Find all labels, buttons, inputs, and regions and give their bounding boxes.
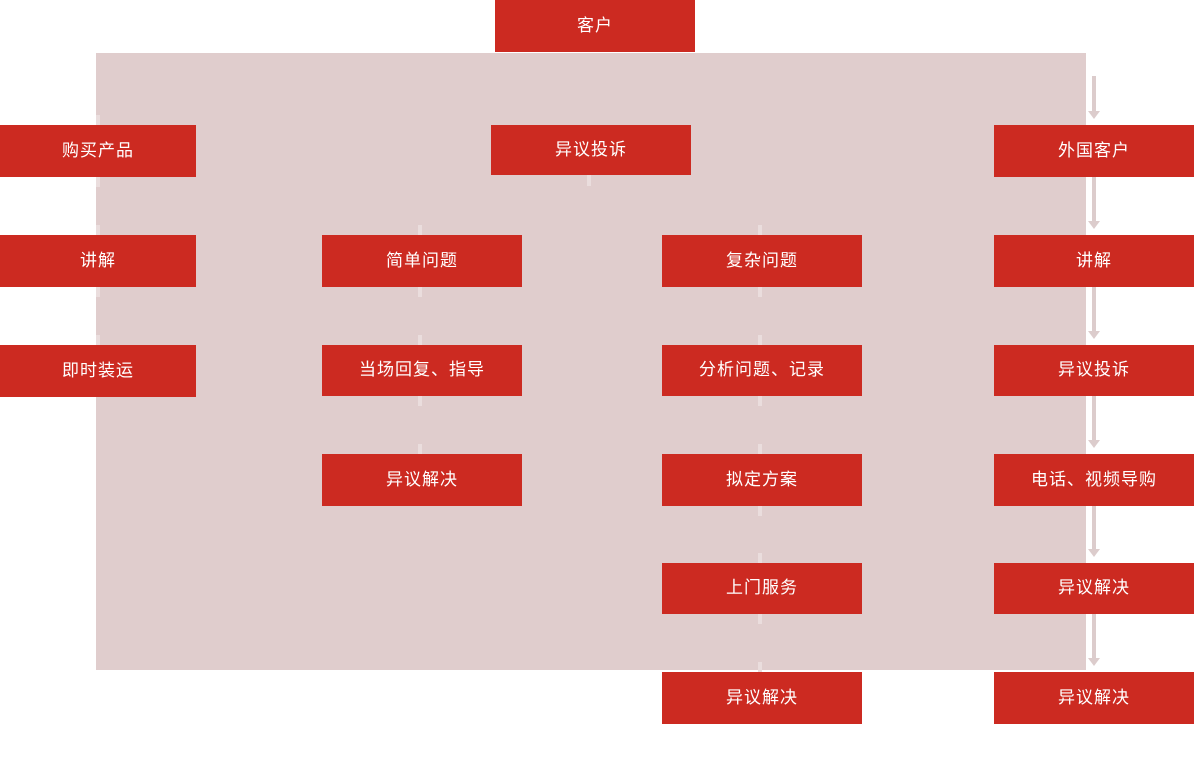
node-label: 电话、视频导购: [1031, 469, 1157, 490]
node-label: 外国客户: [1058, 140, 1130, 161]
connector-arrow-head-1: [1088, 221, 1100, 229]
node-simple-complaint-1[interactable]: 简单问题: [322, 235, 522, 287]
connector-arrow-line-1: [1092, 177, 1096, 222]
node-complex-complaint-1[interactable]: 分析问题、记录: [662, 345, 862, 396]
connector-arrow-head-4: [1088, 549, 1100, 557]
node-foreign-customer-4[interactable]: 异议解决: [994, 563, 1194, 614]
connector-stub-8: [418, 396, 422, 406]
node-foreign-customer-3[interactable]: 电话、视频导购: [994, 454, 1194, 506]
node-label: 拟定方案: [726, 469, 798, 490]
node-label: 分析问题、记录: [699, 360, 825, 380]
connector-stub-7: [418, 335, 422, 346]
node-domestic-purchase-0[interactable]: 购买产品: [0, 125, 196, 177]
connector-stub-0: [96, 115, 100, 126]
node-simple-complaint-0[interactable]: 异议投诉: [491, 125, 691, 175]
connector-stub-10: [587, 175, 591, 186]
connector-arrow-line-3: [1092, 396, 1096, 441]
node-complex-complaint-4[interactable]: 异议解决: [662, 672, 862, 724]
connector-arrow-head-3: [1088, 440, 1100, 448]
connector-arrow-head-5: [1088, 658, 1100, 666]
node-label: 异议投诉: [555, 139, 627, 160]
connector-stub-12: [758, 287, 762, 297]
connector-arrow-line-0: [1092, 76, 1096, 112]
node-simple-complaint-3[interactable]: 异议解决: [322, 454, 522, 506]
node-label: 讲解: [1076, 250, 1112, 271]
node-label: 即时装运: [62, 360, 134, 381]
connector-stub-4: [96, 335, 100, 346]
node-label: 当场回复、指导: [359, 360, 485, 380]
node-complex-complaint-3[interactable]: 上门服务: [662, 563, 862, 614]
node-label: 异议投诉: [1058, 360, 1130, 380]
connector-stub-6: [418, 287, 422, 297]
connector-stub-19: [758, 662, 762, 673]
node-complex-complaint-0[interactable]: 复杂问题: [662, 235, 862, 287]
node-label: 异议解决: [726, 687, 798, 708]
connector-stub-11: [758, 225, 762, 236]
connector-stub-14: [758, 396, 762, 406]
connector-stub-3: [96, 287, 100, 297]
node-foreign-customer-5[interactable]: 异议解决: [994, 672, 1194, 724]
connector-stub-18: [758, 614, 762, 624]
connector-arrow-line-5: [1092, 614, 1096, 659]
node-label: 购买产品: [62, 140, 134, 161]
connector-arrow-line-2: [1092, 287, 1096, 332]
node-foreign-customer-2[interactable]: 异议投诉: [994, 345, 1194, 396]
connector-arrow-head-2: [1088, 331, 1100, 339]
connector-stub-1: [96, 177, 100, 187]
node-foreign-customer-0[interactable]: 外国客户: [994, 125, 1194, 177]
node-customer[interactable]: 客户: [495, 0, 695, 52]
connector-stub-9: [418, 444, 422, 455]
node-complex-complaint-2[interactable]: 拟定方案: [662, 454, 862, 506]
node-label: 异议解决: [386, 469, 458, 490]
node-domestic-purchase-1[interactable]: 讲解: [0, 235, 196, 287]
node-label: 简单问题: [386, 250, 458, 271]
node-label: 复杂问题: [726, 250, 798, 271]
connector-stub-17: [758, 553, 762, 564]
node-label: 异议解决: [1058, 578, 1130, 598]
node-foreign-customer-1[interactable]: 讲解: [994, 235, 1194, 287]
connector-stub-5: [418, 225, 422, 236]
node-simple-complaint-2[interactable]: 当场回复、指导: [322, 345, 522, 396]
node-label: 讲解: [80, 250, 116, 271]
connector-stub-16: [758, 506, 762, 516]
node-domestic-purchase-2[interactable]: 即时装运: [0, 345, 196, 397]
connector-arrow-head-0: [1088, 111, 1100, 119]
connector-stub-13: [758, 335, 762, 346]
node-label: 上门服务: [726, 578, 798, 598]
connector-stub-2: [96, 225, 100, 236]
connector-stub-15: [758, 444, 762, 455]
node-label: 客户: [577, 15, 613, 36]
connector-arrow-line-4: [1092, 506, 1096, 550]
node-label: 异议解决: [1058, 687, 1130, 708]
